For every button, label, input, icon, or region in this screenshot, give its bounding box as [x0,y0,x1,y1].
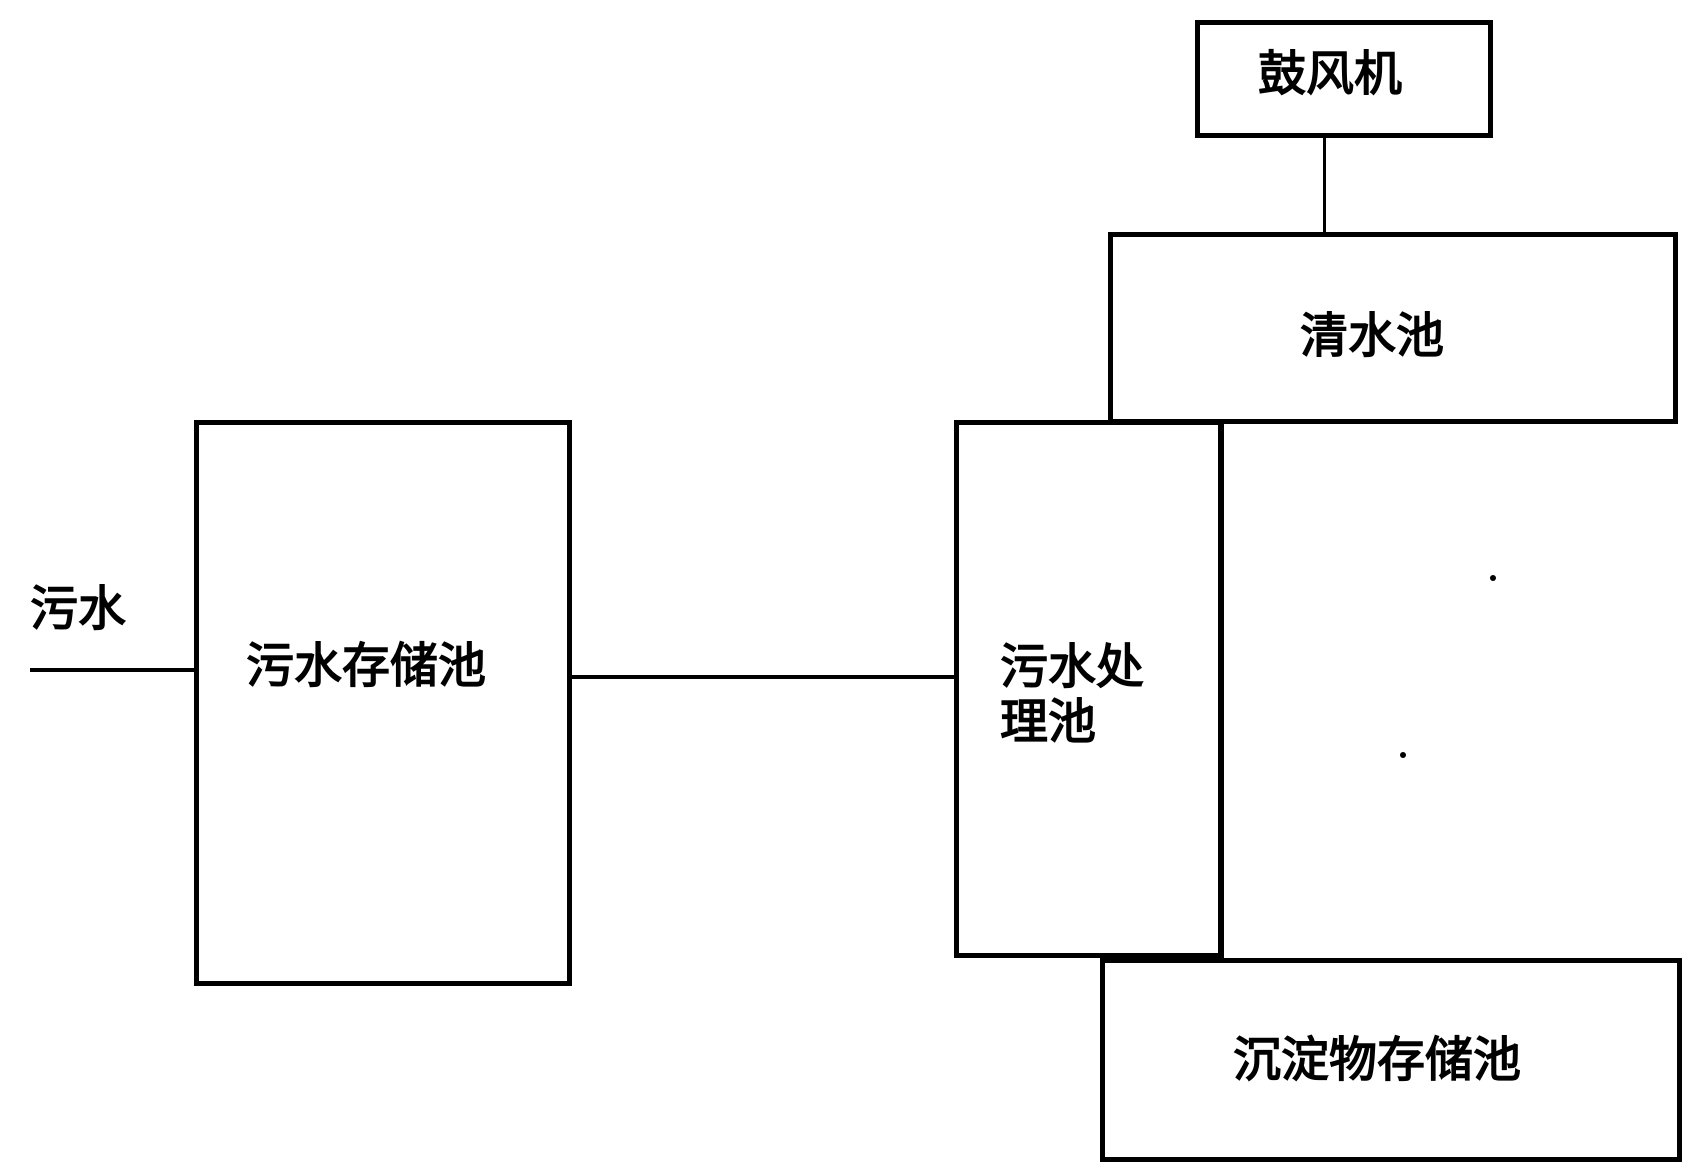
blower-label: 鼓风机 [1258,46,1403,102]
clear-water-tank [1108,232,1678,424]
sewage-treatment-tank-label-line2: 理池 [1000,694,1097,751]
sewage-treatment-tank-label: 污水处 理池 [1000,639,1145,751]
blower-to-clear-water-line [1323,136,1326,234]
treatment-partition-line [1218,425,1223,955]
sewage-storage-tank [194,420,572,986]
sediment-storage-tank-label: 沉淀物存储池 [1233,1032,1522,1088]
storage-to-treatment-line [570,675,956,679]
sewage-treatment-tank [954,420,1224,958]
input-label: 污水 [30,581,127,637]
blower [1195,20,1493,138]
clear-water-tank-label: 清水池 [1300,308,1445,364]
sediment-storage-tank [1100,958,1682,1162]
marker-dot [1400,752,1406,758]
marker-dot [1490,575,1496,581]
sewage-treatment-tank-label-line1: 污水处 [1000,639,1145,695]
sewage-storage-tank-label: 污水存储池 [246,638,487,694]
inlet-line [30,668,196,672]
